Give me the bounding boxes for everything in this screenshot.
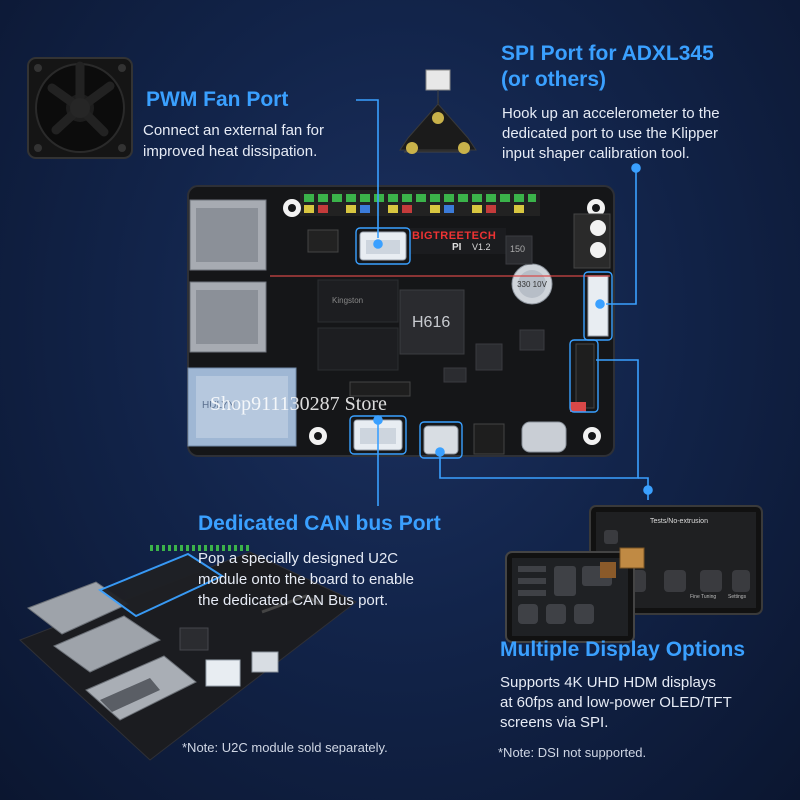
adxl345-module-image (399, 69, 477, 154)
can-module-board-image (19, 545, 357, 761)
spi-desc-line1: Hook up an accelerometer to the (502, 105, 720, 122)
pwm-fan-desc-line1: Connect an external fan for (143, 122, 324, 139)
screen-button-settings: Settings (728, 594, 747, 600)
board-model-label: PI (452, 242, 462, 253)
spi-desc-line3: input shaper calibration tool. (502, 145, 690, 162)
spi-desc-line2: dedicated port to use the Klipper (502, 125, 718, 142)
ethernet-jack-label: HULYN (202, 400, 236, 411)
pwm-fan-title: PWM Fan Port (146, 88, 289, 111)
board-version-label: V1.2 (472, 242, 491, 252)
display-desc-line1: Supports 4K UHD HDM displays (500, 674, 716, 691)
board-brand-label: BIGTREETECH (412, 230, 497, 242)
bigtreetech-pi-board (187, 185, 615, 457)
can-title: Dedicated CAN bus Port (198, 512, 441, 535)
inductor-label: 150 (510, 244, 526, 254)
display-screens-image (505, 505, 763, 643)
store-watermark: Shop911130287 Store (210, 393, 387, 415)
can-desc-line2: module onto the board to enable (198, 571, 414, 588)
display-title: Multiple Display Options (500, 638, 746, 661)
soc-label: H616 (412, 314, 451, 331)
spi-title-line1: SPI Port for ADXL345 (501, 42, 714, 65)
screen-header-text: Tests/No-extrusion (650, 518, 708, 525)
can-desc-line3: the dedicated CAN Bus port. (198, 592, 389, 609)
highlight-frames (349, 227, 613, 459)
display-desc-line2: at 60fps and low-power OLED/TFT (500, 694, 732, 711)
screen-button-fine-tuning: Fine Tuning (690, 594, 717, 600)
display-desc-line3: screens via SPI. (500, 714, 609, 731)
can-note: *Note: U2C module sold separately. (182, 740, 388, 755)
fan-image (27, 57, 133, 159)
spi-title-line2: (or others) (501, 68, 606, 91)
can-desc-line1: Pop a specially designed U2C (198, 550, 399, 567)
memory-chip-label: Kingston (332, 296, 364, 305)
capacitor-label: 330 10V (517, 280, 547, 289)
pwm-fan-desc-line2: improved heat dissipation. (143, 143, 318, 160)
callout-lines (356, 99, 653, 506)
display-note: *Note: DSI not supported. (498, 745, 647, 760)
